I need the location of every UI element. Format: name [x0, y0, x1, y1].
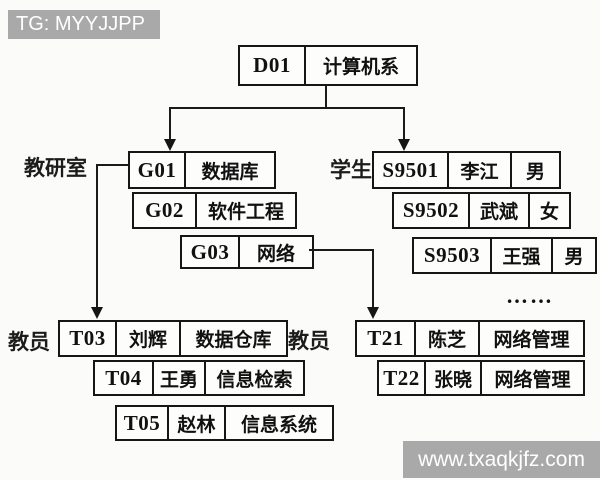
- label-teacher-right: 教员: [288, 329, 330, 353]
- record-s9501-code: S9501: [382, 157, 439, 182]
- arrow-down-icon-group: [164, 139, 176, 151]
- record-d01-name: 计算机系: [304, 47, 416, 84]
- record-t05-subject: 信息系统: [224, 407, 332, 439]
- record-s9501-name: 李江: [447, 153, 510, 187]
- record-g03-code: G03: [190, 239, 230, 264]
- connector-root-stem: [325, 85, 327, 108]
- record-g01: G01 数据库: [128, 151, 276, 189]
- record-t04: T04 王勇 信息检索: [93, 360, 305, 396]
- record-d01-code: D01: [253, 53, 291, 77]
- record-s9503-gender: 男: [551, 239, 595, 272]
- record-t22-subject: 网络管理: [480, 362, 583, 394]
- record-d01: D01 计算机系: [238, 45, 418, 86]
- record-t04-code: T04: [105, 365, 142, 390]
- record-t03-subject: 数据仓库: [179, 322, 286, 355]
- record-g03-name: 网络: [238, 237, 312, 267]
- record-t04-name: 王勇: [152, 362, 204, 394]
- label-teaching-research-office: 教研室: [24, 156, 87, 180]
- record-t03-code: T03: [69, 326, 106, 350]
- connector-group-horizontal: [96, 164, 129, 166]
- watermark-url: www.txaqkjfz.com: [403, 441, 600, 478]
- arrow-down-icon-student: [398, 139, 410, 151]
- record-t05: T05 赵林 信息系统: [115, 405, 334, 441]
- scan-tag-label: TG: MYYJJPP: [8, 10, 160, 39]
- record-t21-name: 陈芝: [414, 322, 478, 355]
- record-s9501: S9501 李江 男: [372, 151, 561, 189]
- record-t03: T03 刘辉 数据仓库: [58, 320, 288, 357]
- record-t21: T21 陈芝 网络管理: [355, 320, 585, 357]
- record-s9503-code: S9503: [423, 243, 481, 267]
- connector-network-vertical: [372, 249, 374, 309]
- record-g02: G02 软件工程: [132, 192, 297, 229]
- connector-drop-right: [403, 107, 405, 140]
- connector-group-vertical: [96, 164, 98, 309]
- record-t22-code: T22: [383, 365, 420, 390]
- record-s9502-name: 武斌: [468, 194, 528, 227]
- connector-network-horizontal: [309, 249, 374, 251]
- record-t05-code: T05: [123, 410, 161, 435]
- record-g03: G03 网络: [180, 235, 314, 269]
- record-t22: T22 张晓 网络管理: [377, 360, 585, 396]
- record-g02-name: 软件工程: [195, 194, 295, 227]
- record-g02-code: G02: [145, 198, 184, 222]
- record-s9502: S9502 武斌 女: [392, 192, 571, 229]
- connector-root-crossbar: [169, 107, 405, 109]
- record-t04-subject: 信息检索: [204, 362, 303, 394]
- record-t21-subject: 网络管理: [478, 322, 583, 355]
- record-t03-name: 刘辉: [115, 322, 179, 355]
- arrow-down-icon-teacher-right: [367, 307, 379, 319]
- record-s9503: S9503 王强 男: [412, 237, 597, 274]
- record-t21-code: T21: [367, 326, 404, 350]
- record-s9502-code: S9502: [402, 198, 460, 222]
- record-t05-name: 赵林: [167, 407, 224, 439]
- label-student: 学生: [330, 158, 372, 182]
- record-g01-name: 数据库: [184, 153, 274, 187]
- label-teacher-left: 教员: [8, 330, 50, 354]
- record-s9502-gender: 女: [528, 194, 569, 227]
- record-g01-code: G01: [137, 157, 177, 182]
- ellipsis-more-students: ……: [506, 283, 554, 308]
- record-s9501-gender: 男: [510, 153, 559, 187]
- record-s9503-name: 王强: [490, 239, 551, 272]
- record-t22-name: 张晓: [424, 362, 480, 394]
- arrow-down-icon-teacher-left: [91, 307, 103, 319]
- connector-drop-left: [169, 107, 171, 140]
